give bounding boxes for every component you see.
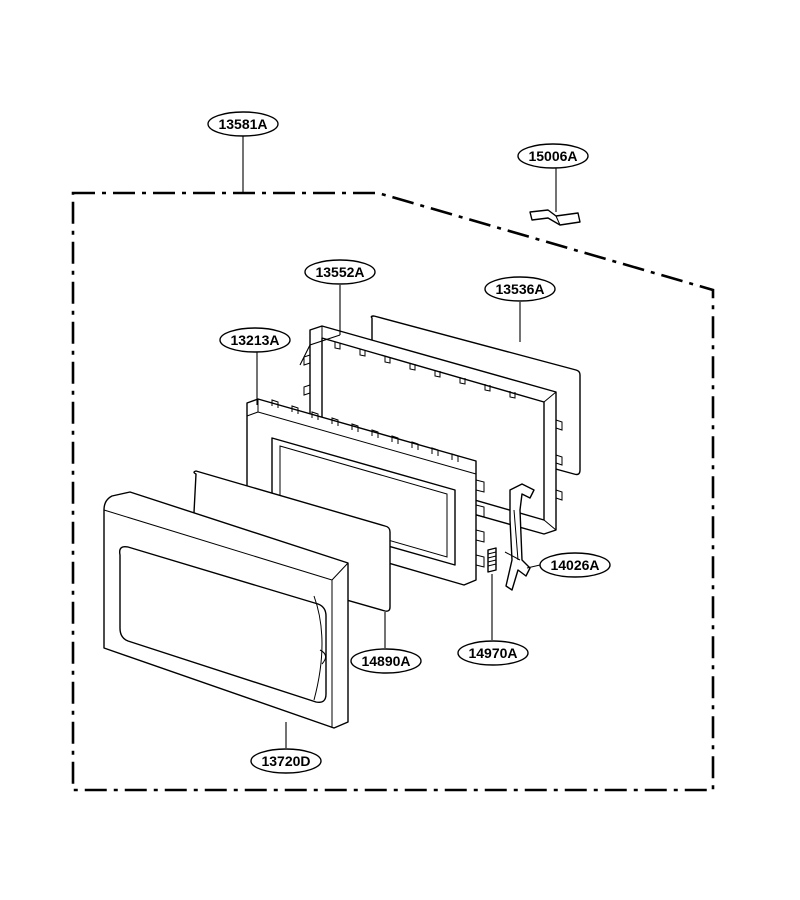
callout-15006A: 15006A [517, 143, 589, 169]
callout-label: 13536A [495, 281, 544, 297]
latch-spring-part [487, 547, 497, 573]
door-front-part [103, 491, 349, 729]
callout-label: 14970A [468, 645, 517, 661]
callout-13213A: 13213A [219, 327, 291, 353]
callout-label: 14026A [550, 557, 599, 573]
callout-14890A: 14890A [350, 648, 422, 674]
leader-lines [242, 136, 557, 748]
callout-13536A: 13536A [484, 276, 556, 302]
callout-label: 13213A [230, 332, 279, 348]
callout-13552A: 13552A [304, 259, 376, 285]
callout-label: 15006A [528, 148, 577, 164]
callout-13581A: 13581A [207, 111, 279, 137]
callout-label: 13581A [218, 116, 267, 132]
callout-label: 14890A [361, 653, 410, 669]
callout-14026A: 14026A [539, 552, 611, 578]
assembly-boundary [71, 191, 715, 792]
callout-label: 13720D [261, 753, 310, 769]
latch-lever-part [504, 483, 535, 591]
callout-label: 13552A [315, 264, 364, 280]
bracket-part [529, 209, 581, 226]
callout-13720D: 13720D [250, 748, 322, 774]
callout-14970A: 14970A [457, 640, 529, 666]
